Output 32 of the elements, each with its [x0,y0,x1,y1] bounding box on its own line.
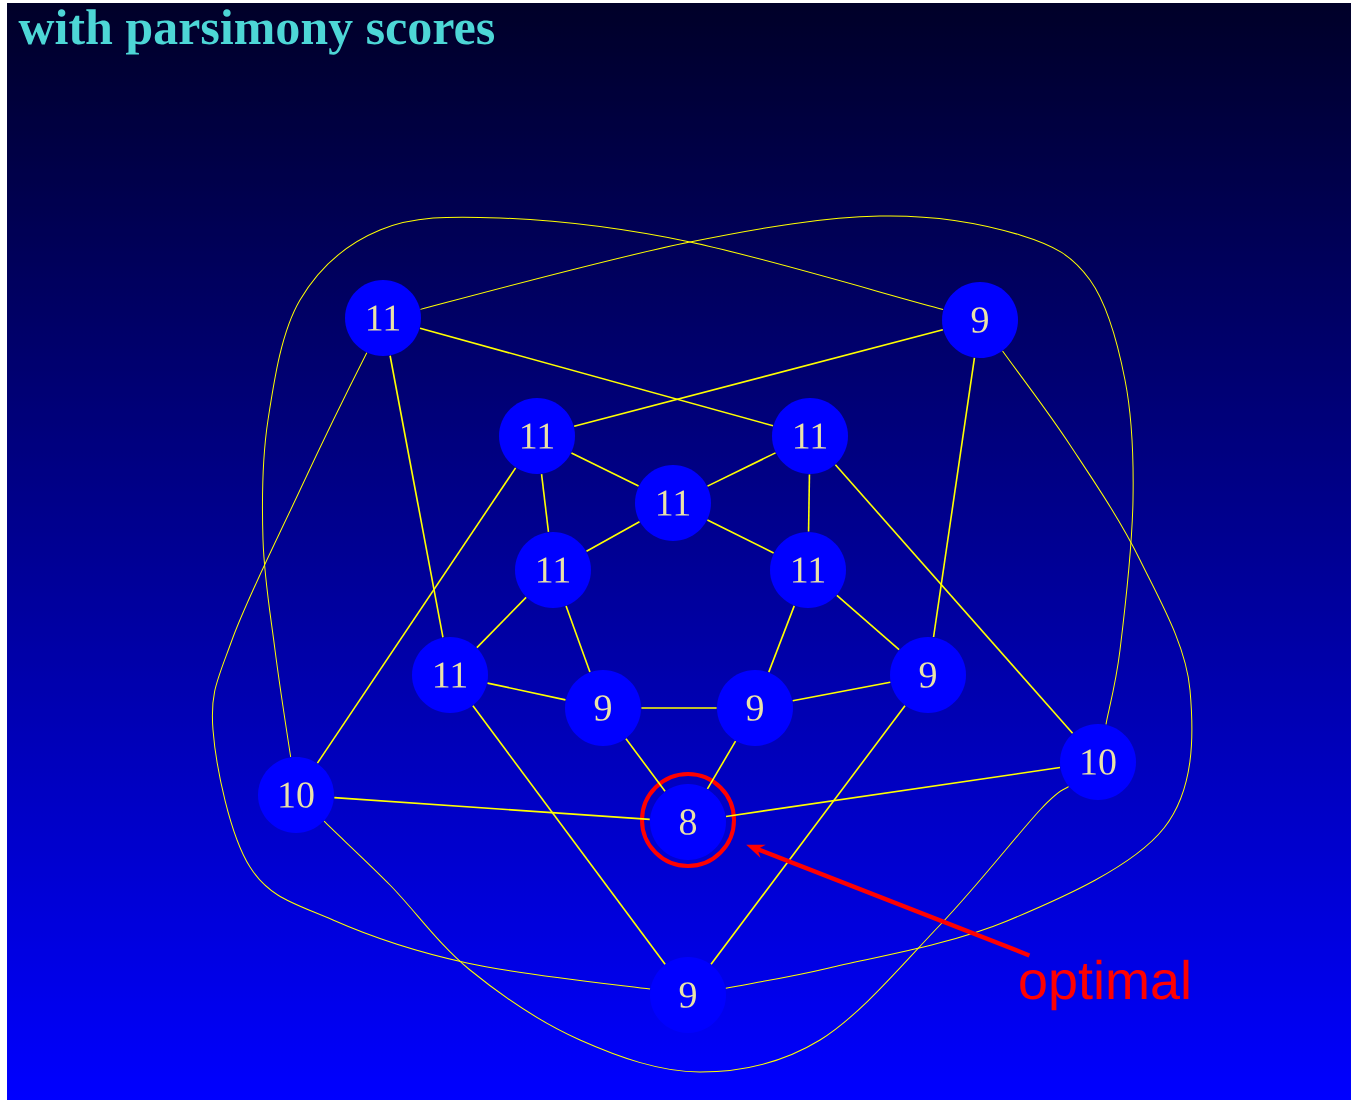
curved-edge [323,786,1070,1073]
curved-edge [211,352,651,990]
edge-line [625,738,666,792]
edge-line [706,452,777,487]
curved-edge [261,216,944,758]
edge-line [333,796,651,821]
curved-edge [419,215,1134,725]
edge-line [706,740,737,790]
edge-line [476,596,527,649]
edge-line [316,467,517,764]
edge-line [932,357,976,638]
edge-line [419,327,774,427]
edge-line [472,705,666,965]
edge-line [834,463,1074,734]
edge-line [573,328,944,428]
edge-line [791,681,892,702]
slide-title: with parsimony scores [18,9,494,55]
edge-line [807,473,811,533]
edge-line [640,707,718,709]
edge-line [836,594,900,651]
edge-line [570,452,640,487]
edge-line [540,473,550,533]
edge-line [486,682,567,701]
edge-line [710,704,906,966]
edge-line [565,605,591,673]
edge-line [767,605,796,673]
edge-line [585,520,641,553]
edge-line [389,354,444,639]
curved-edge [725,350,1193,989]
annotation-text: optimal [1020,959,1189,1011]
edge-line [725,766,1061,818]
edge-line [706,519,775,554]
